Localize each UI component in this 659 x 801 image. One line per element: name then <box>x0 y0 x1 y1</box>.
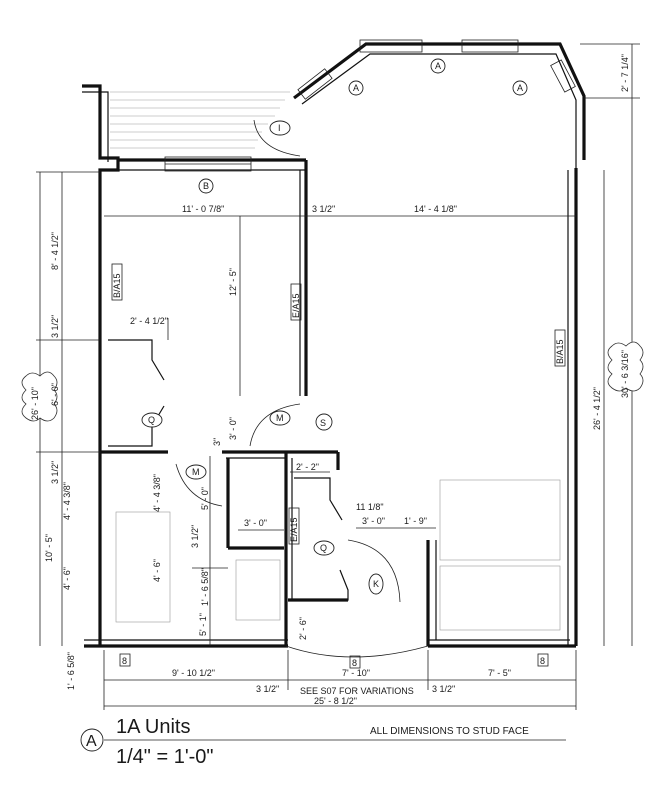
dim-partition-gap: 3 1/2" <box>312 204 335 214</box>
marker-room-s: S <box>320 418 326 428</box>
title-name: 1A Units <box>116 716 190 738</box>
dim-left-gap1: 3 1/2" <box>50 315 60 338</box>
marker-kitchen-k: K <box>373 579 379 589</box>
tag-partition-wall: E/A15 <box>291 293 301 318</box>
dim-bottom-right: 7' - 5" <box>488 668 511 678</box>
dim-bottom-mid: 7' - 10" <box>342 668 370 678</box>
dim-closet-w: 2' - 4 1/2" <box>130 316 168 326</box>
dim-bath-inner-a: 4' - 4 3/8" <box>152 474 162 512</box>
marker-bedroom-door: M <box>276 413 284 423</box>
markers: A A A I B M M Q Q K S 8 8 8 <box>119 58 549 669</box>
dim-left-bath-b: 4' - 6" <box>62 567 72 590</box>
door-swings <box>115 119 561 658</box>
dim-bottom-left: 9' - 10 1/2" <box>172 668 215 678</box>
dim-width-left-room: 11' - 0 7/8" <box>182 204 224 214</box>
tag-right-wall: B/A15 <box>555 339 565 364</box>
dim-left-upper: 8' - 4 1/2" <box>50 232 60 270</box>
marker-closet-q1: Q <box>148 415 155 425</box>
dim-variations-note: SEE S07 FOR VARIATIONS <box>300 686 414 696</box>
marker-base-mid: 8 <box>352 658 357 668</box>
exterior-walls <box>82 39 586 648</box>
dim-bottom-offset: 1' - 6 5/8" <box>66 652 76 690</box>
dim-bottom-gap1: 3 1/2" <box>256 684 279 694</box>
dimension-labels: 2' - 7 1/4" 11' - 0 7/8" 3 1/2" 14' - 4 … <box>30 54 630 706</box>
marker-base-left: 8 <box>122 656 127 666</box>
section-tags: B/A15 E/A15 B/A15 E/A15 <box>111 263 566 545</box>
dim-overall-width: 25' - 8 1/2" <box>314 696 357 706</box>
title-badge: A <box>86 733 97 750</box>
marker-closet-q2: Q <box>320 543 327 553</box>
dim-kitchen-gap: 1' - 9" <box>404 516 427 526</box>
dim-left-closet: 6' - 0" <box>50 383 60 406</box>
dim-cloud-left: 26' - 10" <box>30 387 40 420</box>
marker-bay-right: A <box>517 83 523 93</box>
dim-bath-gap: 5' - 0" <box>200 487 210 510</box>
title-note: ALL DIMENSIONS TO STUD FACE <box>370 726 529 737</box>
tag-bath-wall: E/A15 <box>289 517 299 542</box>
dim-bath-low: 1' - 6 5/8" <box>200 568 210 606</box>
dim-entry-depth: 2' - 6" <box>298 617 308 640</box>
dim-door-3-0: 3' - 0" <box>228 417 238 440</box>
dim-bath-door: 3' - 0" <box>244 518 267 528</box>
marker-bay-top: A <box>435 61 441 71</box>
title-block: A 1A Units 1/4" = 1'-0" ALL DIMENSIONS T… <box>80 716 566 768</box>
dim-right-inner: 26' - 4 1/2" <box>592 387 602 430</box>
dim-left-gap2: 3 1/2" <box>50 461 60 484</box>
marker-bay-left: A <box>353 83 359 93</box>
title-scale: 1/4" = 1'-0" <box>116 746 214 768</box>
dim-width-living: 14' - 4 1/8" <box>414 204 457 214</box>
balcony-hatch <box>110 91 290 149</box>
interior-walls <box>100 160 437 646</box>
tag-left-bedroom-wall: B/A15 <box>112 273 122 298</box>
dim-bath-inner-b: 4' - 6" <box>152 559 162 582</box>
cloud-right <box>607 341 644 392</box>
dim-closet2-w: 2' - 2" <box>296 462 319 472</box>
dim-left-bath-total: 10' - 5" <box>44 534 54 562</box>
dim-cloud-right: 30' - 6 3/16" <box>620 350 630 398</box>
marker-door-balcony: I <box>278 123 281 133</box>
dim-top-bay: 2' - 7 1/4" <box>620 54 630 92</box>
cloud-left <box>21 371 58 422</box>
revision-clouds <box>21 341 644 422</box>
marker-window-b: B <box>203 181 209 191</box>
dim-bath-low2: 5' - 1" <box>198 613 208 636</box>
dimension-lines <box>36 43 640 710</box>
dim-closet2-gap: 11 1/8" <box>356 502 384 512</box>
dim-left-bath-a: 4' - 4 3/8" <box>62 482 72 520</box>
dim-bedroom-depth: 12' - 5" <box>228 268 238 296</box>
marker-base-right: 8 <box>540 656 545 666</box>
dim-door-3-half: 3" <box>212 438 222 446</box>
dim-bottom-gap2: 3 1/2" <box>432 684 455 694</box>
dim-kitchen-door: 3' - 0" <box>362 516 385 526</box>
dim-bath-gap2: 3 1/2" <box>190 525 200 548</box>
marker-bath-door: M <box>192 467 200 477</box>
